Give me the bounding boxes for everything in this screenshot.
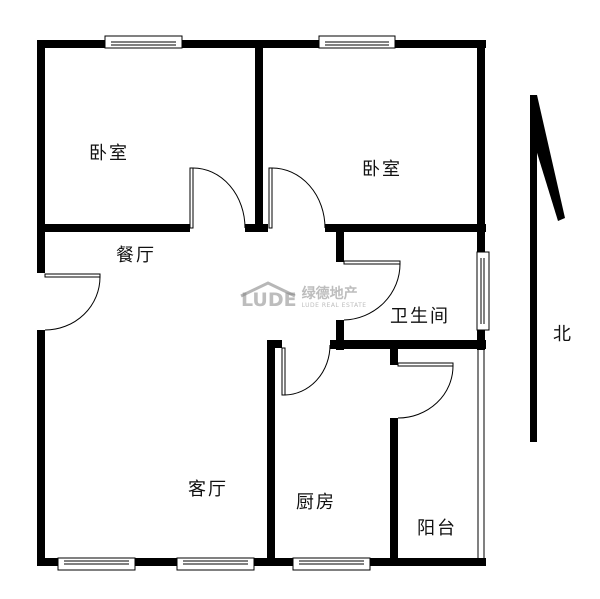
door-bedroom-2 xyxy=(268,167,326,229)
logo-brand-en: LUDE REAL ESTATE xyxy=(301,302,367,309)
logo-brand-cn: 绿德地产 xyxy=(301,286,358,302)
door-bathroom xyxy=(343,260,401,321)
north-arrow-icon xyxy=(530,95,565,442)
room-label-bedroom-2: 卧室 xyxy=(362,159,402,180)
doors xyxy=(44,167,454,419)
door-bedroom-1 xyxy=(189,167,246,229)
logo-roof-icon xyxy=(240,281,296,298)
room-label-balcony: 阳台 xyxy=(417,518,457,539)
room-label-dining: 餐厅 xyxy=(116,245,156,266)
logo-mark: LUDE xyxy=(241,289,297,311)
door-balcony xyxy=(397,362,454,419)
room-label-bedroom-1: 卧室 xyxy=(89,143,129,164)
door-entrance xyxy=(44,273,101,331)
compass-label-north: 北 xyxy=(553,324,571,345)
balcony-railing xyxy=(477,349,485,558)
room-label-living: 客厅 xyxy=(188,479,228,500)
room-label-kitchen: 厨房 xyxy=(296,492,336,513)
watermark-logo: LUDE 绿德地产 LUDE REAL ESTATE xyxy=(241,286,367,311)
door-kitchen xyxy=(281,344,331,396)
room-label-bathroom: 卫生间 xyxy=(390,306,450,327)
walls xyxy=(37,40,486,566)
logo-text: 绿德地产 LUDE REAL ESTATE xyxy=(301,286,367,310)
windows xyxy=(57,35,490,571)
